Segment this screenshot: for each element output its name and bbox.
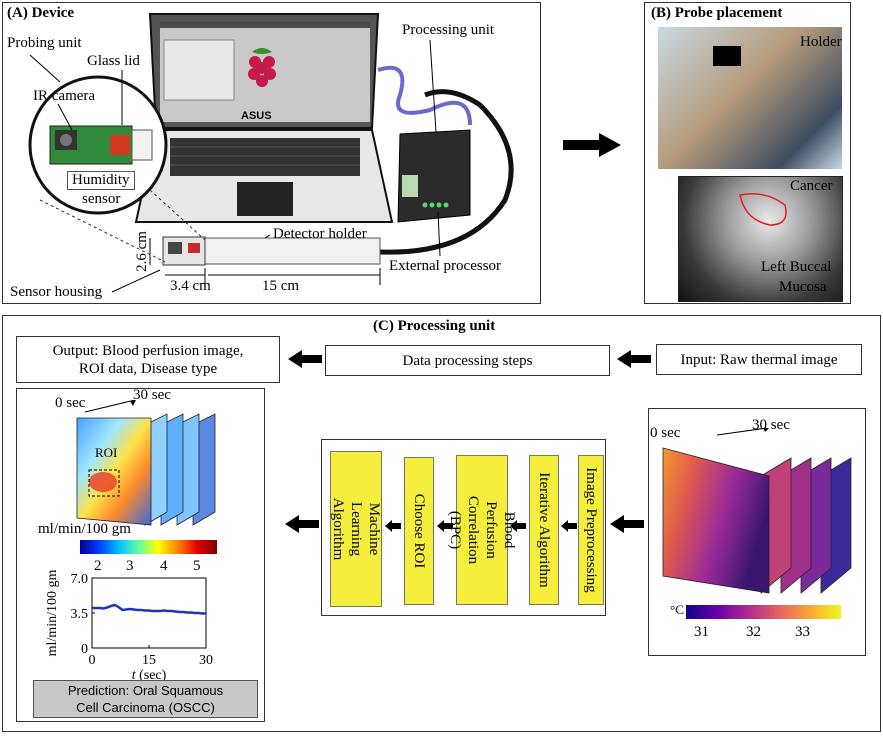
right-cbar-label: °C: [670, 602, 684, 617]
label-dim-height: 2.6 cm: [133, 231, 150, 272]
right-cbar-tick-1: 32: [746, 624, 761, 640]
label-external-processor: External processor: [389, 258, 502, 274]
x-tick-label: 0: [89, 653, 96, 668]
right-cbar-tick-0: 31: [694, 624, 709, 640]
step-bpc: Blood Perfusion Correlation (BPC): [447, 455, 517, 605]
arrow-bpc-to-roi: [437, 520, 453, 532]
label-right-t0: 0 sec: [650, 425, 681, 441]
output-box: Output: Blood perfusion image, ROI data,…: [16, 336, 280, 383]
label-laptop-brand: ASUS: [241, 110, 272, 122]
left-cbar-tick-2: 4: [160, 558, 168, 574]
left-cbar-tick-0: 2: [94, 558, 102, 574]
label-dim-width: 3.4 cm: [170, 278, 211, 294]
step-choose-roi: Choose ROI: [404, 457, 434, 605]
laptop-illustration: [28, 13, 514, 293]
step-machine-learning: Machine Learning Algorithm: [330, 451, 382, 607]
x-tick-label: 30: [199, 653, 213, 668]
y-tick-label: 0: [81, 642, 88, 657]
label-mucosa: Mucosa: [779, 279, 827, 295]
y-tick-label: 3.5: [71, 607, 89, 622]
y-tick-label: 7.0: [71, 572, 89, 587]
arrow-input-to-steps-panel: [610, 515, 644, 533]
arrow-roi-to-ml: [385, 520, 401, 532]
arrow-input-to-steps: [617, 350, 651, 368]
series-line: [92, 603, 206, 615]
label-probing-unit: Probing unit: [7, 35, 82, 51]
left-cbar-tick-1: 3: [126, 558, 134, 574]
label-cancer: Cancer: [790, 178, 833, 194]
arrow-prep-to-iter: [561, 520, 577, 532]
x-axis-label: t (sec): [132, 668, 167, 680]
x-tick-label: 15: [142, 653, 156, 668]
right-colorbar: [686, 605, 841, 619]
step-preprocessing: Image Preprocessing: [578, 455, 604, 605]
y-axis-label: ml/min/100 gm: [45, 570, 60, 657]
patient-photo: [658, 27, 842, 169]
label-sensor-housing: Sensor housing: [10, 284, 103, 300]
left-colorbar: [80, 540, 217, 554]
steps-header-box: Data processing steps: [325, 345, 610, 376]
step-iterative: Iterative Algorithm: [529, 455, 559, 605]
cancer-outline: [739, 193, 787, 226]
label-left-buccal: Left Buccal: [761, 259, 832, 275]
arrow-a-to-b: [563, 133, 621, 157]
left-cbar-label: ml/min/100 gm: [38, 521, 131, 537]
left-cbar-tick-3: 5: [193, 558, 201, 574]
thermal-image-stack: [662, 428, 852, 594]
raspberry-logo-icon: [248, 48, 276, 87]
label-humidity: Humidity: [67, 171, 135, 190]
panel-a-title: (A) Device: [7, 5, 75, 21]
label-processing-unit: Processing unit: [402, 22, 495, 38]
label-sensor: sensor: [82, 191, 121, 207]
arrow-steps-to-output: [288, 350, 322, 368]
thermal-mouth-photo: [678, 176, 843, 302]
label-left-t30: 30 sec: [133, 387, 171, 403]
label-glass-lid: Glass lid: [87, 53, 140, 69]
perfusion-line-chart: 7.0 3.5 00 15 30 t (sec) ml/min/100 gm: [45, 570, 213, 680]
label-detector-holder: Detector holder: [273, 226, 367, 242]
label-dim-length: 15 cm: [262, 278, 300, 294]
right-cbar-tick-2: 33: [795, 624, 810, 640]
label-left-t0: 0 sec: [55, 395, 86, 411]
roi-label: ROI: [95, 445, 117, 460]
panel-c-title: (C) Processing unit: [373, 318, 496, 334]
arrow-iter-to-bpc: [510, 520, 526, 532]
prediction-box: Prediction: Oral Squamous Cell Carcinoma…: [33, 680, 258, 718]
label-ir-camera: IR camera: [33, 88, 96, 104]
arrow-steps-to-output-panel: [285, 515, 319, 533]
label-holder: Holder: [800, 34, 842, 50]
input-box: Input: Raw thermal image: [656, 344, 862, 375]
perfusion-image-stack: ROI: [76, 400, 216, 526]
face-mask-bar: [713, 46, 741, 66]
panel-b-title: (B) Probe placement: [651, 5, 783, 21]
